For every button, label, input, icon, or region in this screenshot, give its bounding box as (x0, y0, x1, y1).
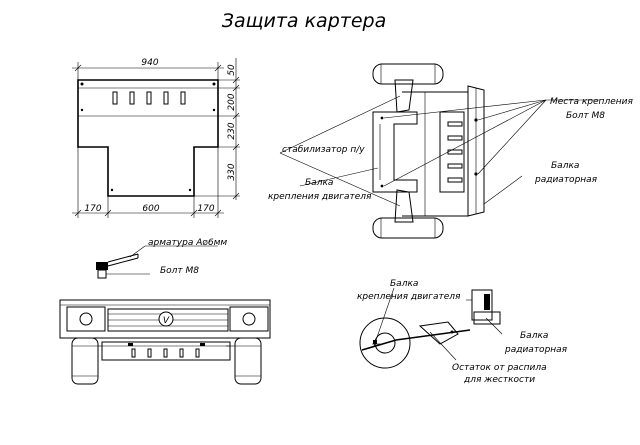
front-view-slots (131, 348, 200, 358)
rebar-detail: арматура АØ6мм Болт М8 (96, 238, 227, 279)
label-radiator-beam-top-2: радиаторная (534, 175, 598, 185)
dim-330: 330 (227, 163, 237, 180)
label-scrap-2: для жесткости (463, 375, 535, 385)
label-radiator-beam-side-2: радиаторная (504, 345, 568, 355)
label-bolt-m8-mid: Болт М8 (160, 266, 199, 276)
dim-170-right: 170 (197, 204, 214, 214)
emblem-letter: V (163, 316, 170, 326)
dim-170-left: 170 (84, 204, 101, 214)
label-engine-beam-side-2: крепления двигателя (357, 292, 461, 302)
side-view: Балка крепления двигателя Балка радиатор… (357, 279, 568, 385)
label-bolt-m8-top: Болт М8 (566, 111, 605, 121)
label-rebar: арматура АØ6мм (148, 238, 227, 248)
dim-600: 600 (142, 204, 159, 214)
label-stabilizer: стабилизатор п/у (282, 145, 365, 155)
dim-50: 50 (227, 64, 237, 76)
chassis-top-view: Места крепления Болт М8 стабилизатор п/у… (268, 63, 633, 239)
label-mounting-points: Места крепления (550, 97, 633, 107)
dim-200: 200 (227, 93, 237, 110)
guard-plan-view: 940 50 200 230 330 170 600 170 (72, 58, 240, 218)
label-radiator-beam-side-1: Балка (520, 331, 548, 341)
top-view-slots (447, 121, 463, 183)
front-view: V (59, 299, 271, 385)
drawing-title: Защита картера (222, 10, 386, 32)
label-engine-beam-top-2: крепления двигателя (268, 192, 372, 202)
label-engine-beam-side-1: Балка (390, 279, 418, 289)
dim-230: 230 (227, 122, 237, 139)
label-engine-beam-top-1: Балка (305, 178, 333, 188)
dim-940: 940 (141, 58, 158, 68)
label-scrap-1: Остаток от распила (452, 363, 547, 373)
guard-slots (112, 91, 186, 105)
label-radiator-beam-top-1: Балка (551, 161, 579, 171)
